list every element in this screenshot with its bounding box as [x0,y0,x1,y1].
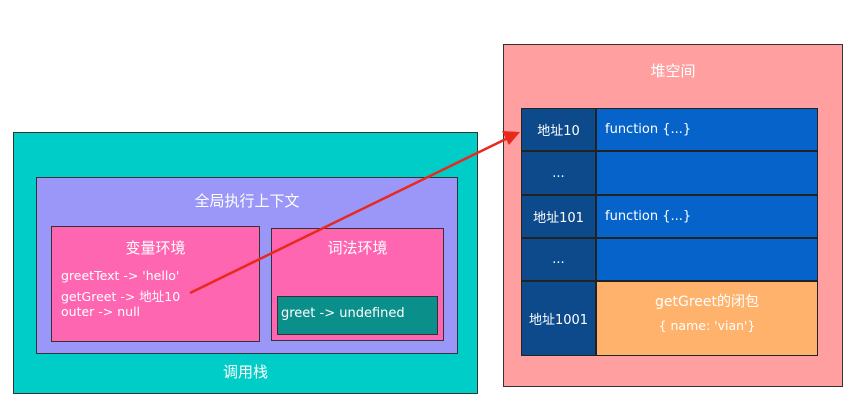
lexical-entry-box [277,296,438,335]
heap-value-cell [596,151,818,195]
heap-value-cell [596,238,818,281]
heap-value-cell: function {...} [596,195,818,238]
call-stack-title: 调用栈 [222,363,268,381]
variable-entry-getgreet: getGreet -> 地址10 [61,289,181,304]
variable-environment-box [51,226,260,342]
reference-arrow-head [502,131,520,145]
heap-value-cell: function {...} [596,108,818,151]
heap-address-cell: 地址101 [521,195,596,238]
heap-address-cell: ... [521,238,596,281]
heap-address-cell: 地址10 [521,108,596,151]
reference-arrow-line [189,136,509,295]
variable-environment-title: 变量环境 [125,239,186,257]
closure-body: { name: 'vian'} [658,318,756,333]
heap-address-cell-closure: 地址1001 [521,281,596,356]
global-execution-context-title: 全局执行上下文 [194,192,300,210]
heap-title: 堆空间 [650,62,696,80]
variable-entry-greettext: greetText -> 'hello' [61,268,180,283]
lexical-environment-title: 词法环境 [327,239,388,257]
lexical-entry-greet: greet -> undefined [281,306,405,321]
closure-title: getGreet的闭包 [654,294,759,310]
heap-address-cell: ... [521,151,596,195]
variable-entry-outer: outer -> null [61,304,141,319]
closure-cell [596,281,818,356]
